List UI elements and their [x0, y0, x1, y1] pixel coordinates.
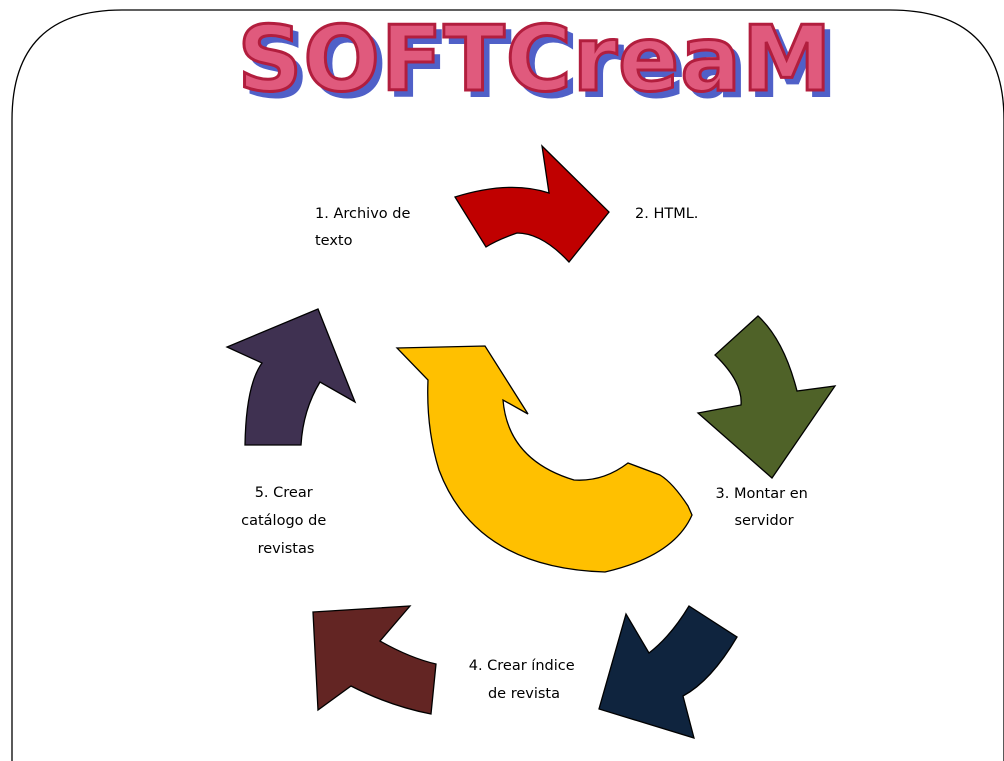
- step-label-5-line-2: catálogo de: [241, 513, 326, 529]
- step-label-3-line-1: 3. Montar en: [716, 486, 808, 502]
- step-label-2-line-1: 2. HTML.: [635, 206, 698, 222]
- step-label-5-line-1: 5. Crear: [255, 485, 313, 501]
- step-label-4: 4. Crear índice de revista: [469, 658, 580, 702]
- curved-arrow-right-icon: [454, 144, 610, 263]
- step-label-5: 5. Crear catálogo de revistas: [241, 485, 331, 557]
- title-shadow: SOFTCreaM: [244, 13, 839, 118]
- step-label-1-line-2: texto: [315, 233, 353, 249]
- curved-arrow-down-left-icon: [598, 605, 738, 739]
- step-label-3-line-2: servidor: [734, 513, 793, 529]
- step-label-2: 2. HTML.: [635, 206, 698, 222]
- step-label-3: 3. Montar en servidor: [716, 486, 813, 529]
- step-label-4-line-2: de revista: [488, 686, 560, 702]
- step-label-5-line-3: revistas: [258, 541, 315, 557]
- step-label-4-line-1: 4. Crear índice: [469, 658, 575, 674]
- title-text: SOFTCreaM: [238, 7, 833, 112]
- step-label-1-line-1: 1. Archivo de: [315, 206, 410, 222]
- title-logo: SOFTCreaM SOFTCreaM: [236, 6, 839, 120]
- step-label-1: 1. Archivo de texto: [315, 206, 415, 249]
- circular-arrow-icon: [395, 345, 693, 573]
- rounded-frame: [11, 9, 1004, 761]
- curved-arrow-down-icon: [696, 315, 837, 479]
- curved-arrow-up-icon: [225, 308, 357, 446]
- curved-arrow-up-left-icon: [312, 605, 437, 715]
